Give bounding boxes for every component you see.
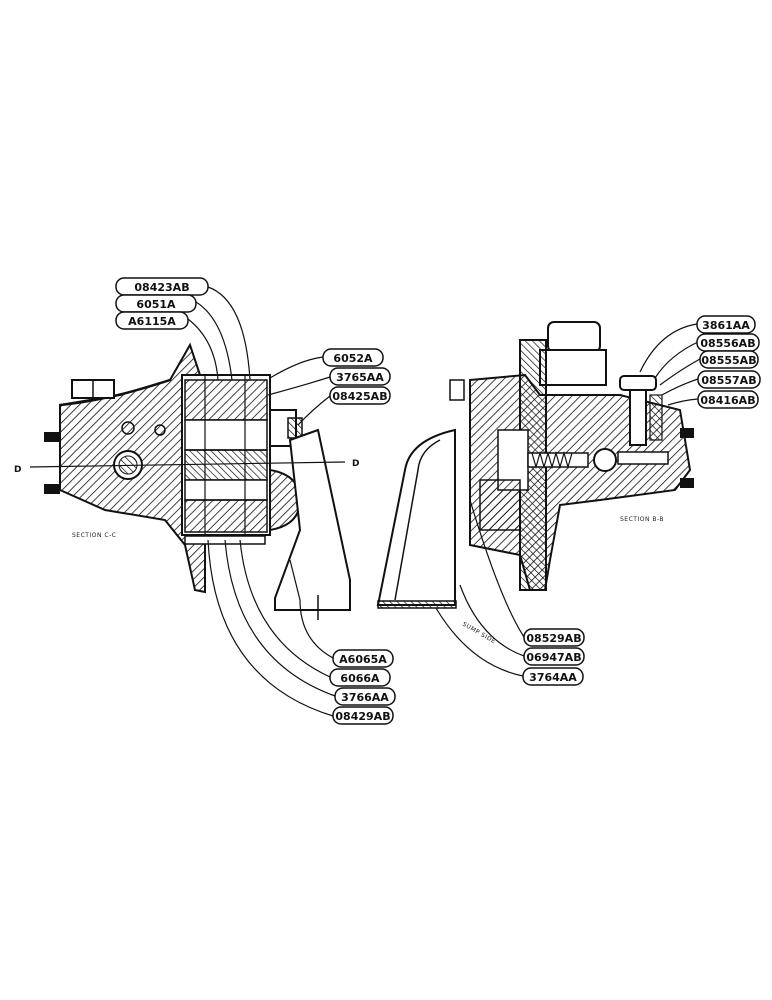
part-label-08557ab: 08557AB	[701, 374, 756, 387]
part-label-6051a: 6051A	[136, 298, 176, 311]
left-top-callouts: 08423AB 6051A A6115A	[115, 277, 209, 330]
part-label-a6065a: A6065A	[339, 653, 387, 666]
part-label-08425ab: 08425AB	[332, 390, 387, 403]
right-assembly-section-b-b: SUMP SIDE SECTION B-B	[376, 321, 694, 646]
part-label-3764aa: 3764AA	[529, 671, 577, 684]
section-label-left: D	[14, 465, 21, 475]
part-label-3765aa: 3765AA	[336, 371, 384, 384]
part-label-3766aa: 3766AA	[341, 691, 389, 704]
part-label-08429ab: 08429AB	[335, 710, 390, 723]
left-bottom-callouts: A6065A 6066A 3766AA 08429AB	[329, 649, 396, 725]
right-sump-tube	[376, 428, 456, 606]
part-label-6052a: 6052A	[333, 352, 373, 365]
part-label-6066a: 6066A	[340, 672, 380, 685]
left-section-caption: SECTION C-C	[72, 532, 116, 539]
right-bottom-callouts: 08529AB 06947AB 3764AA	[522, 628, 585, 686]
part-label-a6115a: A6115A	[128, 315, 176, 328]
part-label-08556ab: 08556AB	[700, 337, 755, 350]
part-label-08555ab: 08555AB	[701, 354, 756, 367]
sump-label: SUMP SIDE	[461, 621, 497, 646]
left-bracket	[274, 428, 351, 611]
section-line-d-d	[29, 461, 346, 468]
section-label-right: D	[352, 459, 359, 469]
right-section-caption: SECTION B-B	[620, 516, 664, 523]
part-label-06947ab: 06947AB	[526, 651, 581, 664]
part-label-3861aa: 3861AA	[702, 319, 750, 332]
right-top-callouts: 3861AA 08556AB 08555AB 08557AB 08416AB	[696, 315, 761, 409]
right-leader-lines	[435, 323, 701, 677]
left-assembly-section-c-c: D D SECTION C-C	[14, 342, 359, 620]
part-label-08529ab: 08529AB	[526, 632, 581, 645]
part-label-08416ab: 08416AB	[700, 394, 755, 407]
part-label-08423ab: 08423AB	[134, 281, 189, 294]
left-leader-lines	[187, 286, 336, 717]
left-right-callouts: 6052A 3765AA 08425AB	[322, 348, 391, 405]
